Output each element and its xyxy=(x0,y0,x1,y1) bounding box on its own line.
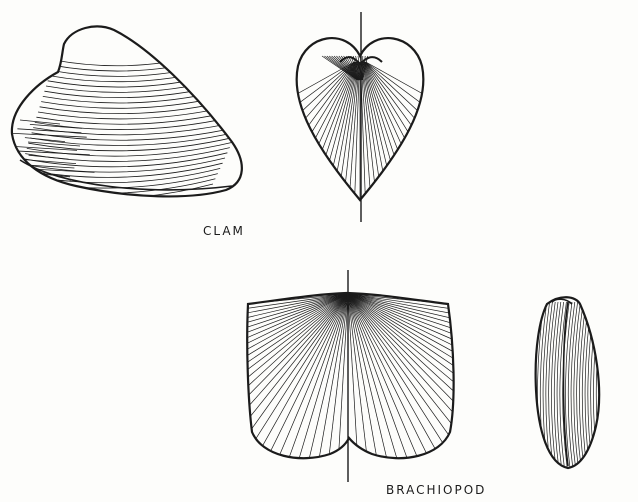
brachiopod-label: BRACHIOPOD xyxy=(386,483,486,497)
brachiopod-side-view-icon xyxy=(536,297,603,468)
brachiopod-front-view-icon xyxy=(128,270,567,484)
clam-front-view-icon xyxy=(287,12,432,222)
clam-label: CLAM xyxy=(203,224,245,238)
clam-side-view-icon xyxy=(10,26,242,198)
